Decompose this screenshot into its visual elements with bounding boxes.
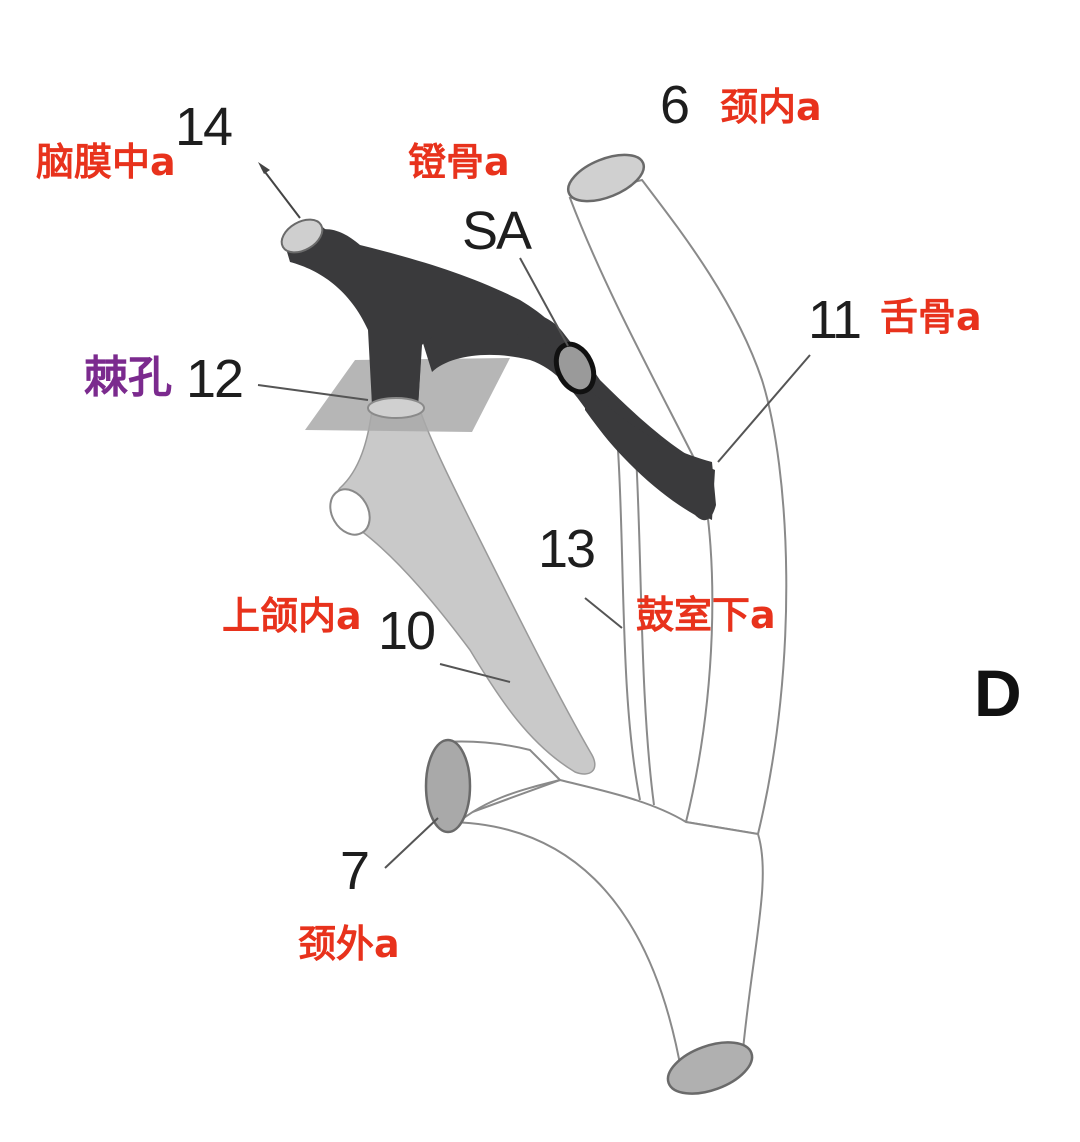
leader-10: [439, 663, 511, 683]
external-carotid-lumen: [424, 738, 472, 834]
label-10: 10: [378, 601, 436, 661]
label-12: 12: [186, 349, 244, 409]
external-carotid-artery: [444, 740, 562, 831]
common-carotid-artery: [444, 778, 764, 1077]
arrowhead-14: [258, 162, 270, 174]
label-external-carotid-artery: 颈外a: [298, 922, 400, 966]
leader-sa: [519, 257, 569, 347]
leader-12: [257, 384, 369, 401]
internal-carotid-lumen: [566, 153, 646, 203]
hyoid-artery: [585, 385, 716, 521]
label-6: 6: [660, 75, 690, 135]
leader-7: [384, 817, 439, 869]
leader-13: [584, 597, 623, 629]
common-carotid-lumen: [666, 1041, 754, 1095]
leader-11: [717, 354, 811, 463]
arrow-14: [261, 167, 301, 219]
label-sa: SA: [462, 201, 532, 261]
panel-label: D: [974, 656, 1022, 730]
label-13: 13: [538, 519, 596, 579]
label-stapedial-artery: 镫骨a: [408, 140, 510, 184]
internal-maxillary-artery: [335, 409, 596, 775]
label-7: 7: [340, 841, 370, 901]
middle-meningeal-artery: [285, 229, 600, 408]
label-11: 11: [808, 290, 862, 350]
label-14: 14: [175, 97, 233, 157]
inferior-tympanic-artery: [617, 449, 641, 801]
inferior-tympanic-artery-wall: [635, 454, 655, 806]
label-middle-meningeal-artery: 脑膜中a: [36, 140, 176, 184]
internal-carotid-artery: [568, 178, 788, 836]
label-internal-maxillary-artery: 上颌内a: [222, 594, 362, 638]
internal-maxillary-branch-lumen: [329, 488, 371, 536]
stapes-ring: [553, 341, 597, 395]
label-hyoid-artery: 舌骨a: [880, 295, 982, 339]
middle-meningeal-lumen: [280, 218, 324, 254]
label-internal-carotid-artery: 颈内a: [720, 85, 822, 129]
foramen-spinosum-ring: [367, 397, 425, 419]
label-foramen-spinosum: 棘孔: [84, 352, 172, 403]
label-inferior-tympanic-artery: 鼓室下a: [636, 593, 776, 637]
